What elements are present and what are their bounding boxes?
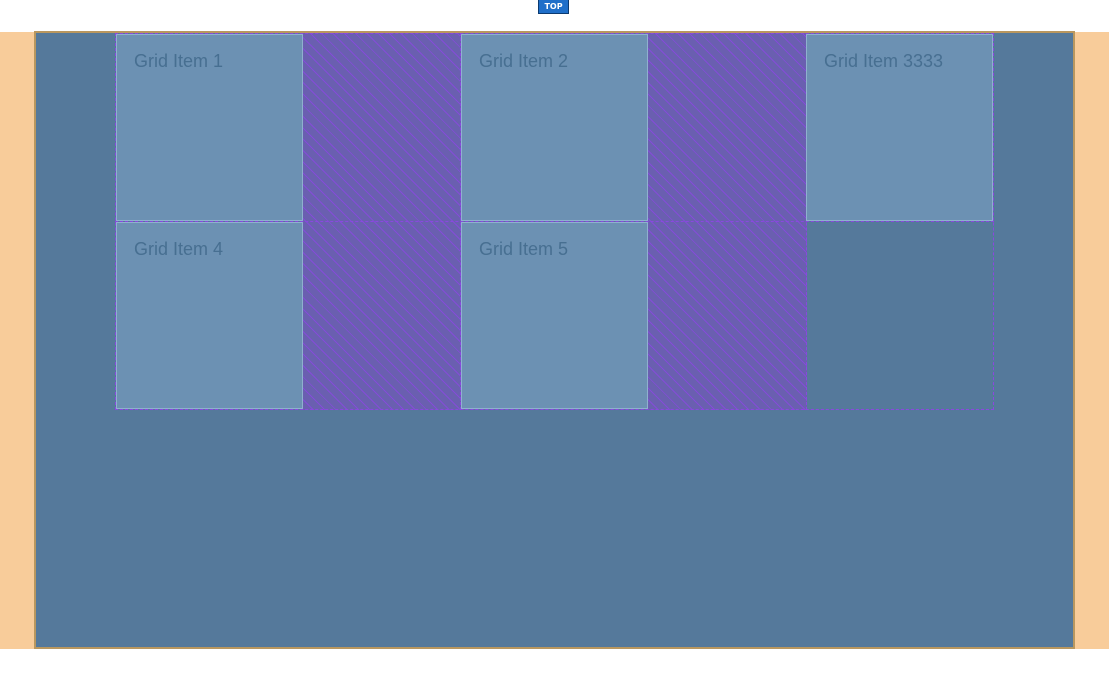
grid-item: Grid Item 3333	[806, 34, 993, 221]
grid-item-label: Grid Item 3333	[824, 51, 944, 71]
top-button[interactable]: TOP	[538, 0, 569, 14]
grid-item: Grid Item 1	[116, 34, 303, 221]
grid-item-label: Grid Item 5	[479, 239, 569, 259]
grid-item-label: Grid Item 2	[479, 51, 569, 71]
grid-item-label: Grid Item 1	[134, 51, 224, 71]
grid-column-line	[461, 33, 462, 410]
grid-item-label: Grid Item 4	[134, 239, 224, 259]
grid-item: Grid Item 4	[116, 222, 303, 409]
grid-row-line	[115, 221, 994, 222]
grid-column-line	[806, 33, 807, 410]
grid-column-line	[302, 33, 303, 410]
grid-column-line	[647, 33, 648, 410]
grid-item: Grid Item 2	[461, 34, 648, 221]
grid-item: Grid Item 5	[461, 222, 648, 409]
